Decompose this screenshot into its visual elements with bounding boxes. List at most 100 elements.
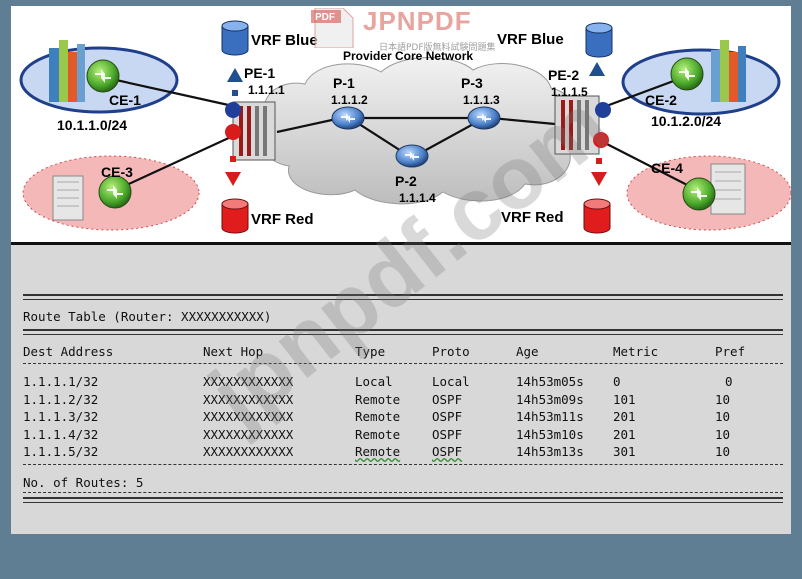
- p1-name: P-1: [333, 75, 355, 91]
- cell-proto: OSPF: [432, 409, 463, 424]
- provider-core-label: Provider Core Network: [343, 49, 473, 63]
- ce2-name: CE-2: [645, 92, 677, 108]
- vrf-blue-port-left-icon: [225, 102, 241, 118]
- route-count-row: No. of Routes: 5: [23, 475, 783, 493]
- vrf-blue-right-label: VRF Blue: [497, 31, 564, 48]
- header-next-hop: Next Hop: [203, 343, 264, 359]
- pe2-device-icon: [554, 95, 600, 155]
- cell-pref: 10: [715, 409, 731, 424]
- vrf-blue-port-right-icon: [595, 102, 611, 118]
- cell-dest: 1.1.1.5/32: [23, 444, 99, 459]
- table-row: 1.1.1.4/32 XXXXXXXXXXXX Remote OSPF 14h5…: [23, 427, 783, 445]
- header-pref: Pref: [715, 343, 746, 359]
- cell-pref: 10: [715, 444, 731, 459]
- ce4-name: CE-4: [651, 160, 683, 176]
- cell-dest: 1.1.1.3/32: [23, 409, 99, 424]
- pdf-badge-text: PDF: [315, 12, 335, 23]
- cell-type: Remote: [355, 391, 401, 407]
- header-type: Type: [355, 343, 386, 359]
- cell-dest: 1.1.1.2/32: [23, 391, 99, 407]
- table-row: 1.1.1.5/32 XXXXXXXXXXXX Remote OSPF 14h5…: [23, 444, 783, 462]
- cell-type: Local: [355, 374, 393, 389]
- diagram-canvas: VRF Blue VRF Blue VRF Red VRF Red Provid…: [19, 20, 791, 234]
- vrf-red-arrow-right-icon: [591, 172, 607, 186]
- cell-age: 14h53m13s: [516, 444, 584, 459]
- route-table-title-row: Route Table (Router: XXXXXXXXXXX): [23, 309, 783, 327]
- provider-cloud: [263, 57, 577, 205]
- route-table: Route Table (Router: XXXXXXXXXXX) Dest A…: [23, 294, 783, 503]
- rule: [23, 363, 783, 364]
- p3-router-icon: [467, 106, 501, 130]
- cell-metric: 201: [613, 426, 636, 442]
- vrf-blue-arrow-right-icon: [589, 62, 605, 76]
- vrf-blue-left-label: VRF Blue: [251, 32, 318, 49]
- cell-age: 14h53m11s: [516, 409, 584, 424]
- cell-next-hop: XXXXXXXXXXXX: [203, 374, 294, 389]
- cell-next-hop: XXXXXXXXXXXX: [203, 391, 294, 407]
- building-ce4-icon: [710, 163, 746, 215]
- cell-proto: OSPF: [432, 444, 463, 459]
- vrf-red-left-label: VRF Red: [251, 211, 314, 228]
- rule: [23, 492, 783, 493]
- table-row: 1.1.1.3/32 XXXXXXXXXXXX Remote OSPF 14h5…: [23, 409, 783, 427]
- vrf-blue-arrow-left-icon: [227, 68, 243, 82]
- pe1-ip: 1.1.1.1: [248, 83, 285, 97]
- header-metric: Metric: [613, 343, 659, 359]
- watermark-logo-icon: PDF: [311, 7, 357, 52]
- ce1-subnet: 10.1.1.0/24: [57, 117, 127, 133]
- watermark-logo-sub: 日本語PDF版無料試験問題集: [379, 43, 496, 53]
- vrf-blue-db-right-icon: [585, 22, 613, 58]
- header-dest: Dest Address: [23, 343, 114, 359]
- table-row: 1.1.1.2/32 XXXXXXXXXXXX Remote OSPF 14h5…: [23, 392, 783, 410]
- rule: [23, 497, 783, 503]
- p2-ip: 1.1.1.4: [399, 191, 436, 205]
- cell-proto: Local: [432, 374, 470, 389]
- cell-next-hop: XXXXXXXXXXXX: [203, 444, 294, 459]
- route-table-header: Dest Address Next Hop Type Proto Age Met…: [23, 344, 783, 362]
- route-count: No. of Routes: 5: [23, 474, 144, 490]
- cell-metric: 301: [613, 444, 636, 459]
- cell-proto: OSPF: [432, 426, 463, 442]
- cell-next-hop: XXXXXXXXXXXX: [203, 426, 294, 442]
- p2-name: P-2: [395, 173, 417, 189]
- ce2-subnet: 10.1.2.0/24: [651, 113, 721, 129]
- cell-type: Remote: [355, 426, 401, 442]
- building-ce3-icon: [52, 175, 84, 221]
- cell-age: 14h53m05s: [516, 374, 584, 389]
- cell-metric: 101: [613, 391, 636, 407]
- vrf-red-arrow-left-icon: [225, 172, 241, 186]
- cell-age: 14h53m10s: [516, 426, 584, 442]
- screenshot-frame: VRF Blue VRF Blue VRF Red VRF Red Provid…: [11, 6, 791, 534]
- pe2-ip: 1.1.1.5: [551, 85, 588, 99]
- vrf-red-db-right-icon: [583, 198, 611, 234]
- p1-router-icon: [331, 106, 365, 130]
- header-age: Age: [516, 343, 539, 359]
- cell-next-hop: XXXXXXXXXXXX: [203, 409, 294, 424]
- table-row: 1.1.1.1/32 XXXXXXXXXXXX Local Local 14h5…: [23, 374, 783, 392]
- rule: [23, 328, 783, 335]
- vrf-red-port-left-icon: [225, 124, 241, 140]
- header-proto: Proto: [432, 343, 470, 359]
- cell-pref: 0: [725, 374, 733, 389]
- rule: [23, 463, 783, 465]
- watermark-logo-text: JPNPDF: [363, 6, 472, 36]
- cell-pref: 10: [715, 391, 731, 407]
- ce2-router-icon: [670, 57, 704, 91]
- cell-type: Remote: [355, 444, 401, 459]
- ce3-router-icon: [98, 175, 132, 209]
- ce3-name: CE-3: [101, 164, 133, 180]
- p3-name: P-3: [461, 75, 483, 91]
- cell-dest: 1.1.1.1/32: [23, 374, 99, 389]
- rule: [23, 294, 783, 300]
- pe2-name: PE-2: [548, 67, 579, 83]
- vrf-red-right-label: VRF Red: [501, 209, 564, 226]
- vrf-blue-db-left-icon: [221, 20, 249, 56]
- route-table-title: Route Table (Router: XXXXXXXXXXX): [23, 309, 272, 324]
- vrf-red-db-left-icon: [221, 198, 249, 234]
- cell-age: 14h53m09s: [516, 391, 584, 407]
- p3-ip: 1.1.1.3: [463, 93, 500, 107]
- building-ce1-icon: [49, 40, 85, 102]
- cell-dest: 1.1.1.4/32: [23, 426, 99, 442]
- cell-pref: 10: [715, 426, 731, 442]
- ce1-router-icon: [86, 59, 120, 93]
